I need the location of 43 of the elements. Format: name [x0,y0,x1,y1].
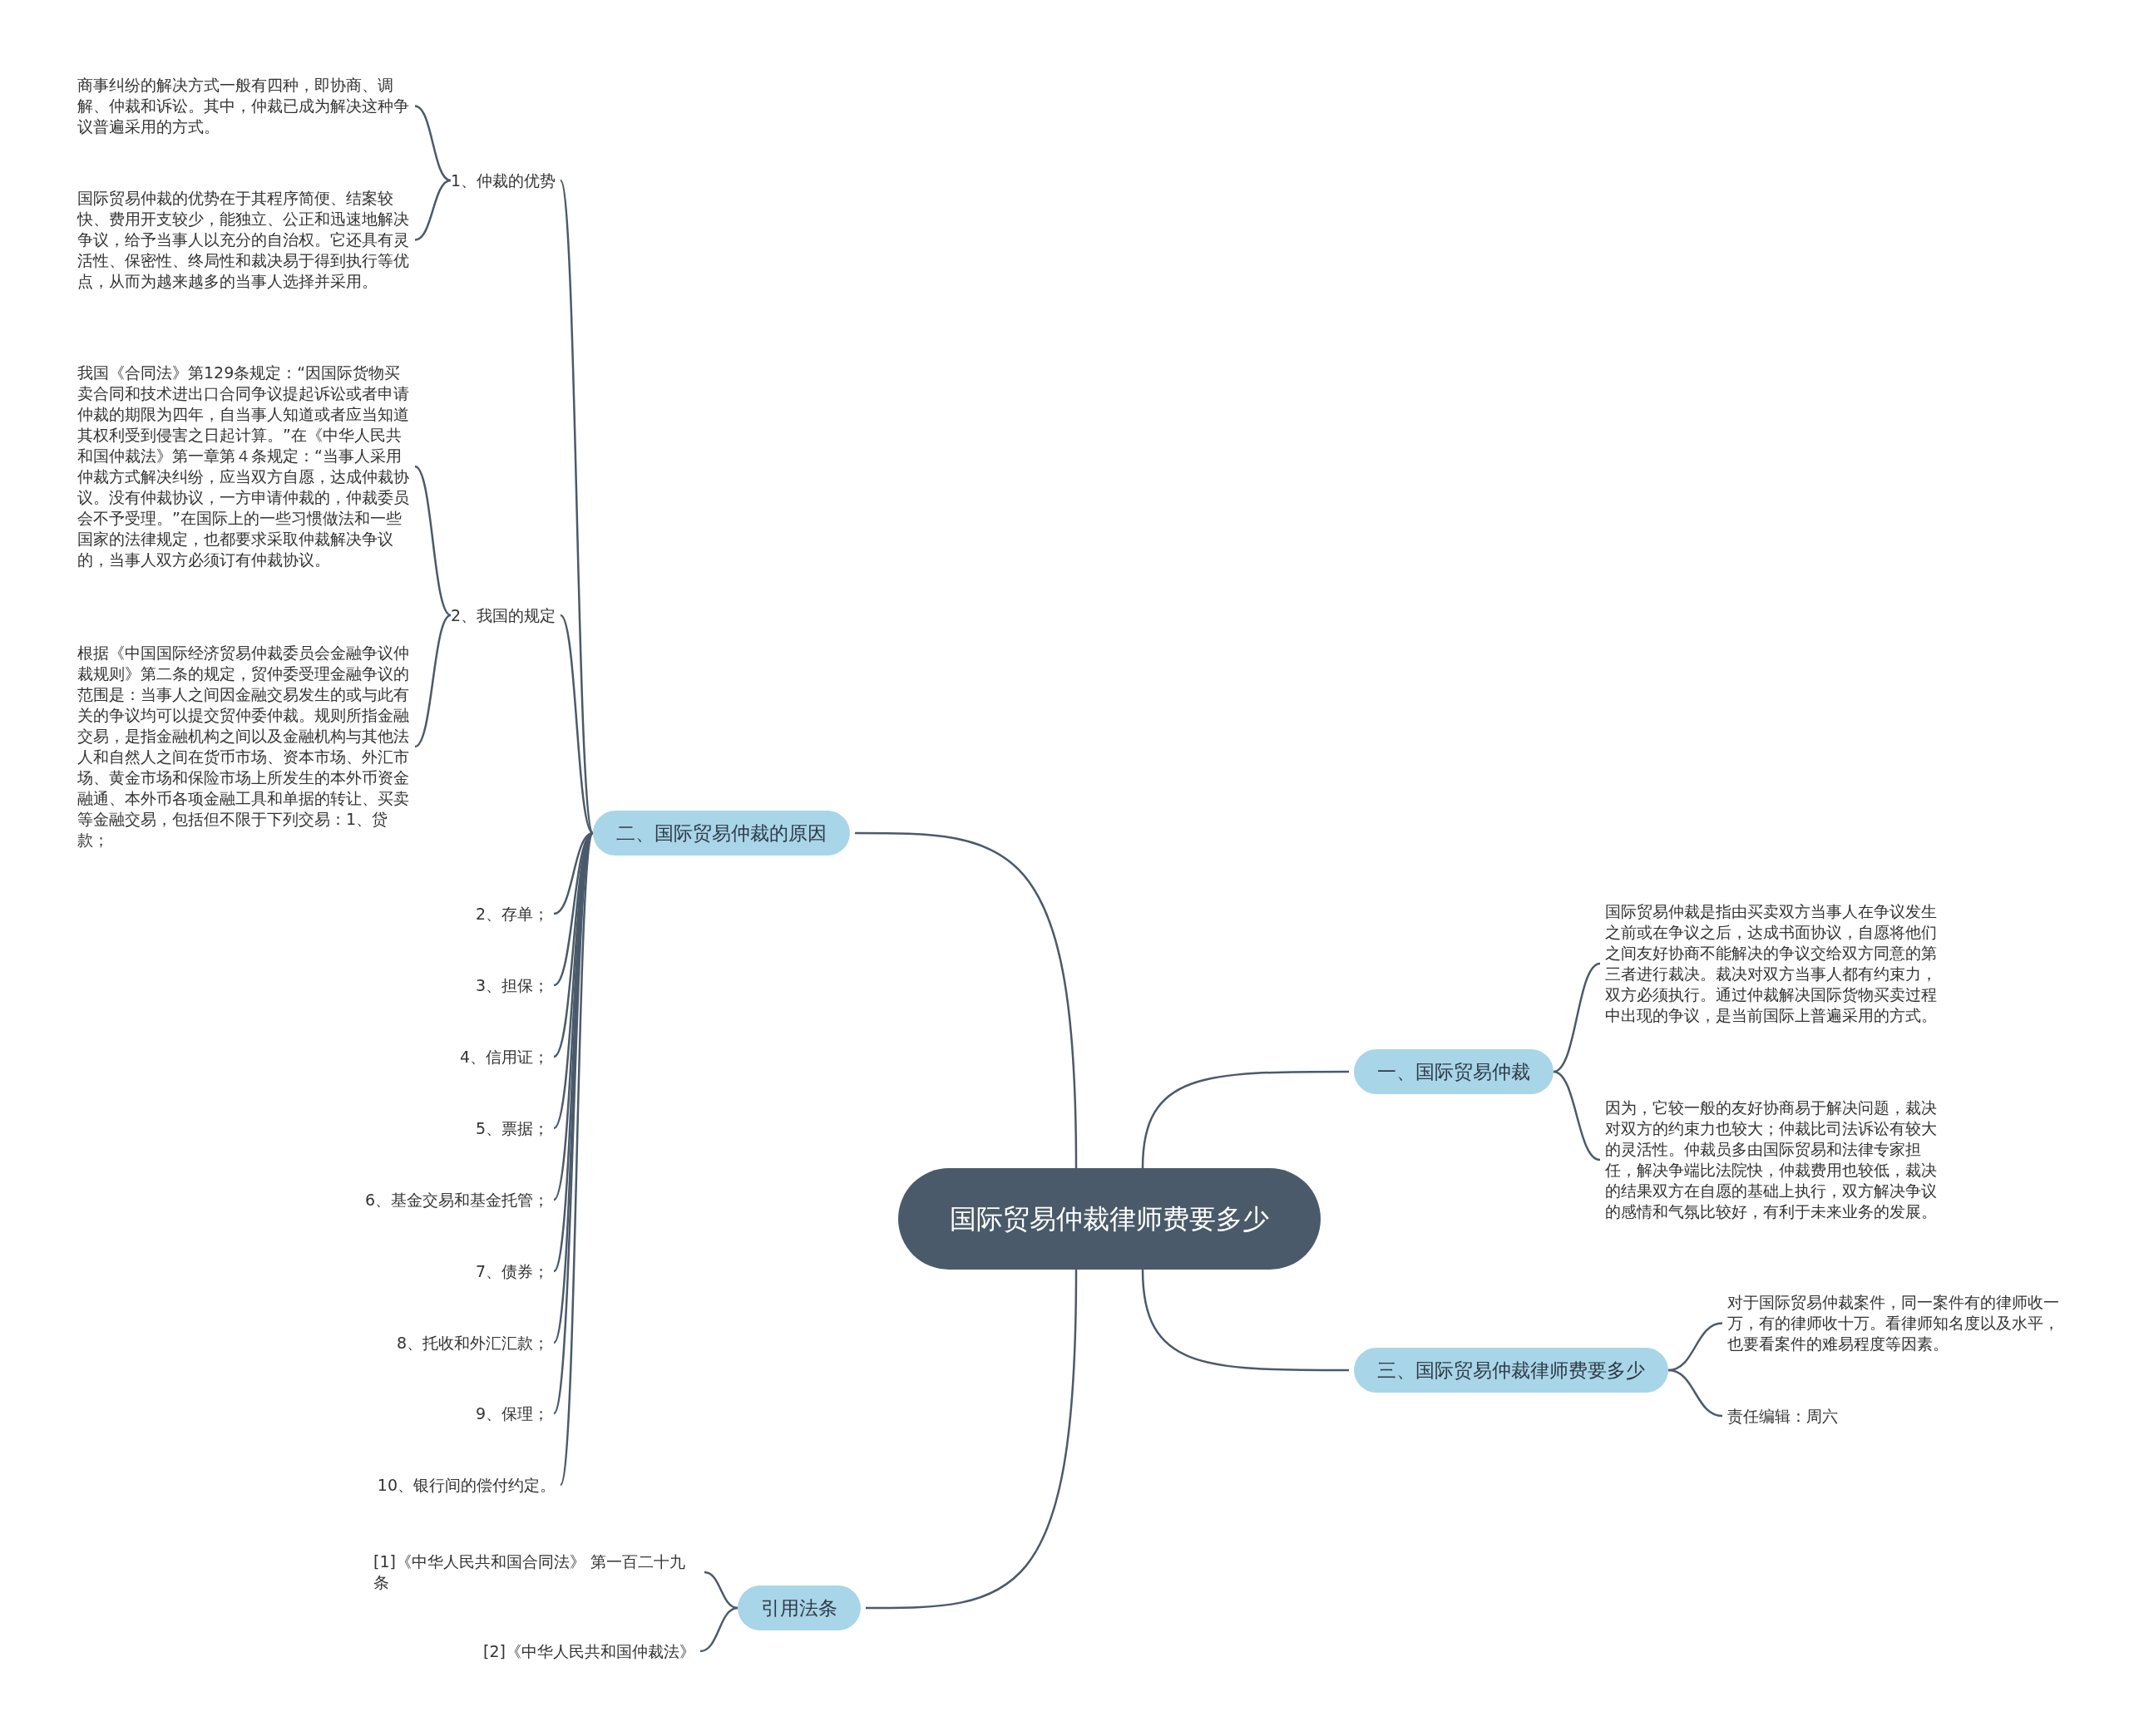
connector-line [699,1606,738,1653]
connector-line [1553,962,1601,1073]
connector-line [1141,1070,1349,1169]
note-text: 国际贸易仲裁的优势在于其程序简便、结案较快、费用开支较少，能独立、公正和迅速地解决争议，给予当事人以充分的自治权。它还具有灵活性、保密性、终局性和裁决易于得到执行等优点，从而为越来越多的当事人选择并采用。 [77,188,410,292]
branch-topic: 二、国际贸易仲裁的原因 [593,811,850,856]
topic-text: 9、保理； [475,1403,549,1424]
connector-line [559,832,595,1486]
connector-line [1667,1369,1723,1418]
topic-text: [2]《中华人民共和国仲裁法》 [483,1640,695,1662]
central-topic: 国际贸易仲裁律师费要多少 [898,1168,1321,1270]
topic-text: 2、存单； [475,903,549,925]
topic-text: 7、债券； [475,1260,549,1282]
connector-line [855,831,1078,1169]
connector-line [1667,1322,1723,1372]
connector-line [414,466,452,616]
topic-text: 4、信用证； [459,1046,549,1068]
note-text: 根据《中国国际经济贸易仲裁委员会金融争议仲裁规则》第二条的规定，贸仲委受理金融争议的范围是：当事人之间因金融交易发生的或与此有关的争议均可以提交贸仲委仲裁。规则所指金融交易，是指金融机构之间以及金融机构与其他法人和自然人之间在货币市场、资本市场、外汇市场、黄金市场和保险市场上所发生的本外币资金融通、本外币各项金融工具和单据的转让、买卖等金融交易，包括但不限于下列交易：1、贷款； [77,643,410,851]
connector-line [1553,1070,1601,1161]
note-text: 我国《合同法》第129条规定：“因国际货物买卖合同和技术进出口合同争议提起诉讼或者申请仲裁的期限为四年，自当事人知道或者应当知道其权利受到侵害之日起计算。”在《中华人民共和国仲裁法》第一章第４条规定：“当事人采用仲裁方式解决纠纷，应当双方自愿，达成仲裁协议。没有仲裁协议，一方申请仲裁的，仲裁委员会不予受理。”在国际上的一些习惯做法和一些国家的法律规定，也都要求采取仲裁解决争议的，当事人双方必须订有仲裁协议。 [77,362,410,570]
connector-line [1141,1269,1349,1372]
note-text: [1]《中华人民共和国合同法》 第一百二十九条 [373,1551,699,1593]
branch-topic: 三、国际贸易仲裁律师费要多少 [1354,1348,1668,1393]
topic-text: 2、我国的规定 [450,604,556,626]
connector-line [414,179,452,241]
topic-text: 1、仲裁的优势 [450,170,556,191]
topic-text: 责任编辑：周六 [1727,1405,1838,1427]
connector-line [414,614,452,748]
note-text: 对于国际贸易仲裁案件，同一案件有的律师收一万，有的律师收十万。看律师知名度以及水平，也要看案件的难易程度等因素。 [1727,1292,2060,1354]
note-text: 因为，它较一般的友好协商易于解决问题，裁决对双方的约束力也较大；仲裁比司法诉讼有较大的灵活性。仲裁员多由国际贸易和法律专家担任，解决争端比法院快，仲裁费用也较低，裁决的结果双方在自愿的基础上执行，双方解决争议的感情和气氛比较好，有利于未来业务的发展。 [1605,1097,1938,1222]
note-text: 国际贸易仲裁是指由买卖双方当事人在争议发生之前或在争议之后，达成书面协议，自愿将他们之间友好协商不能解决的争议交给双方同意的第三者进行裁决。裁决对双方当事人都有约束力，双方必须执行。通过仲裁解决国际货物买卖过程中出现的争议，是当前国际上普遍采用的方式。 [1605,901,1938,1026]
topic-text: 6、基金交易和基金托管； [364,1189,549,1211]
topic-text: 8、托收和外汇汇款； [396,1332,549,1354]
topic-text: 3、担保； [475,974,549,996]
topic-text: 5、票据； [475,1117,549,1139]
branch-topic: 一、国际贸易仲裁 [1354,1049,1554,1094]
note-text: 商事纠纷的解决方式一般有四种，即协商、调解、仲裁和诉讼。其中，仲裁已成为解决这种争议普遍采用的方式。 [77,75,410,137]
connector-line [866,1269,1078,1610]
connector-line [414,105,452,182]
connector-line [560,614,594,834]
branch-topic: 引用法条 [738,1586,861,1630]
topic-text: 10、银行间的偿付约定。 [377,1474,556,1496]
connector-line [704,1571,738,1610]
connector-line [559,180,595,834]
